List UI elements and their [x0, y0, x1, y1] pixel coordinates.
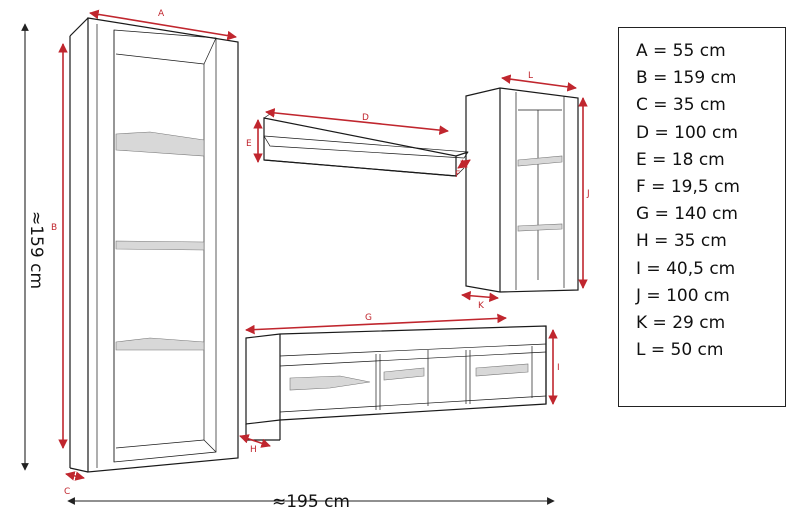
dim-line-a	[89, 9, 237, 41]
dimension-lines	[58, 9, 588, 481]
dim-line-h	[239, 434, 271, 448]
legend-item-f: F = 19,5 cm	[636, 176, 740, 197]
dim-line-k	[461, 290, 499, 303]
legend-item-a: A = 55 cm	[636, 41, 726, 61]
label-e: E	[246, 139, 252, 149]
tv-stand	[245, 325, 547, 441]
label-c: C	[64, 487, 70, 497]
legend-item-j: J = 100 cm	[636, 285, 730, 306]
overall-dimensions: ≈159 cm ≈195 cm	[21, 23, 555, 512]
label-d: D	[362, 113, 369, 123]
dimension-legend: A = 55 cm B = 159 cm C = 35 cm D = 100 c…	[618, 27, 786, 407]
dim-line-f	[457, 159, 471, 169]
label-j: J	[586, 189, 590, 199]
legend-item-b: B = 159 cm	[636, 68, 737, 89]
dim-line-l	[501, 74, 577, 92]
legend-item-k: K = 29 cm	[636, 312, 726, 333]
label-b: B	[51, 223, 57, 233]
legend-item-h: H = 35 cm	[636, 231, 727, 252]
label-l: L	[528, 71, 533, 81]
tall-cabinet	[69, 17, 239, 473]
label-h: H	[250, 445, 257, 455]
label-i: I	[557, 363, 560, 373]
legend-item-i: I = 40,5 cm	[636, 258, 736, 279]
legend-item-e: E = 18 cm	[636, 149, 725, 170]
label-f: F	[455, 170, 460, 180]
overall-height-label: ≈159 cm	[26, 211, 46, 289]
wall-cabinet	[465, 87, 579, 293]
label-a: A	[158, 9, 165, 19]
wall-shelf	[263, 113, 469, 177]
legend-item-d: D = 100 cm	[636, 122, 738, 143]
label-g: G	[365, 313, 372, 323]
dim-line-c	[65, 471, 85, 481]
legend-item-l: L = 50 cm	[636, 340, 724, 361]
dim-line-g	[245, 313, 507, 335]
legend-item-c: C = 35 cm	[636, 95, 726, 116]
dim-line-d	[265, 108, 449, 135]
dimension-labels: A B C D E F G H I J K L	[51, 9, 590, 497]
label-k: K	[478, 301, 485, 311]
legend-item-g: G = 140 cm	[636, 204, 738, 225]
overall-width-label: ≈195 cm	[272, 492, 350, 512]
